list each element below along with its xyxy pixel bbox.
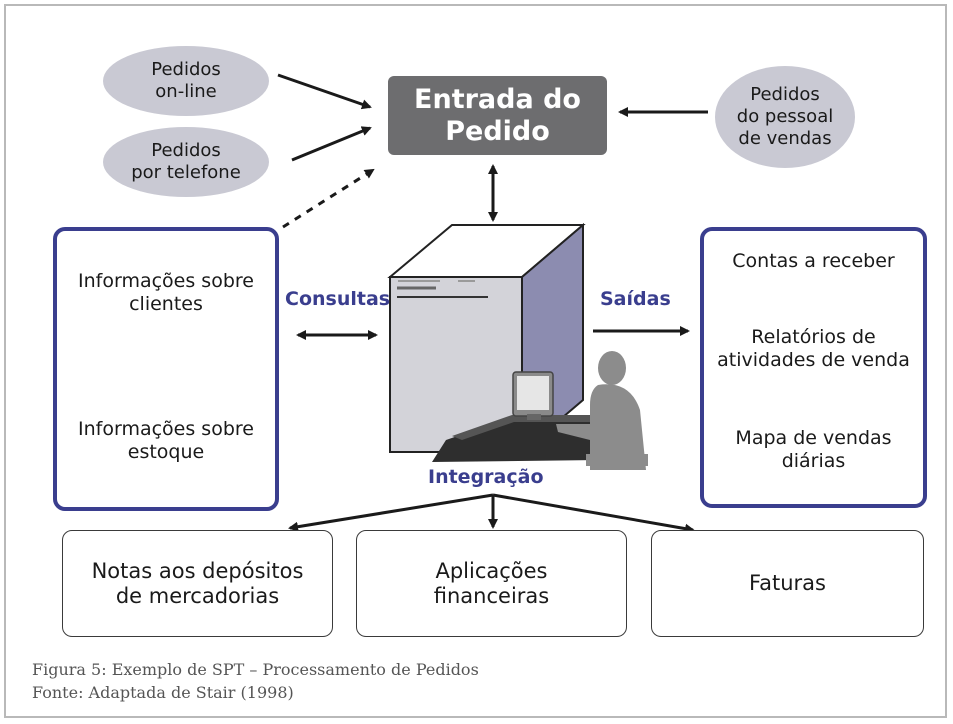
right-panel [700,227,927,508]
box-notas: Notas aos depósitos de mercadorias [62,530,333,637]
label-mapa-vendas: Mapa de vendas diárias [735,427,892,472]
box-aplicacoes: Aplicações financeiras [356,530,627,637]
caption-figura: Figura 5: Exemplo de SPT – Processamento… [32,660,479,679]
arrow-dotted [282,168,375,229]
arrow-online [277,73,372,110]
person-silhouette [556,351,648,470]
ellipse-pedidos-telefone [103,127,269,197]
label-pedidos-vendas: Pedidos do pessoal de vendas [736,84,834,149]
label-saidas: Saídas [600,288,671,310]
caption-fonte: Fonte: Adaptada de Stair (1998) [32,683,294,702]
label-consultas: Consultas [285,288,391,310]
box-faturas: Faturas [651,530,924,637]
label-relatorios: Relatórios de atividades de venda [717,326,910,371]
label-faturas: Faturas [748,571,826,595]
monitor-stand [527,414,541,420]
figure-frame [4,4,947,718]
entrada-label: Entrada do Pedido [414,83,581,147]
label-info-clientes: Informações sobre clientes [78,270,254,315]
label-pedidos-online: Pedidos on-line [151,59,221,102]
entrada-do-pedido-box: Entrada do Pedido [388,76,607,155]
label-aplicacoes: Aplicações financeiras [433,558,550,608]
arrow-notas [288,493,494,532]
label-pedidos-telefone: Pedidos por telefone [131,140,241,183]
label-info-estoque: Informações sobre estoque [78,418,254,463]
desk-top [452,415,600,440]
left-panel [53,227,279,511]
label-integracao: Integração [428,466,544,488]
arrow-telefone [291,126,372,162]
label-notas: Notas aos depósitos de mercadorias [91,558,304,608]
ellipse-pedidos-vendas [715,66,855,168]
monitor-screen [517,376,549,410]
ellipse-pedidos-online [103,46,269,116]
label-contas-receber: Contas a receber [732,250,895,272]
arrow-faturas [492,493,695,534]
